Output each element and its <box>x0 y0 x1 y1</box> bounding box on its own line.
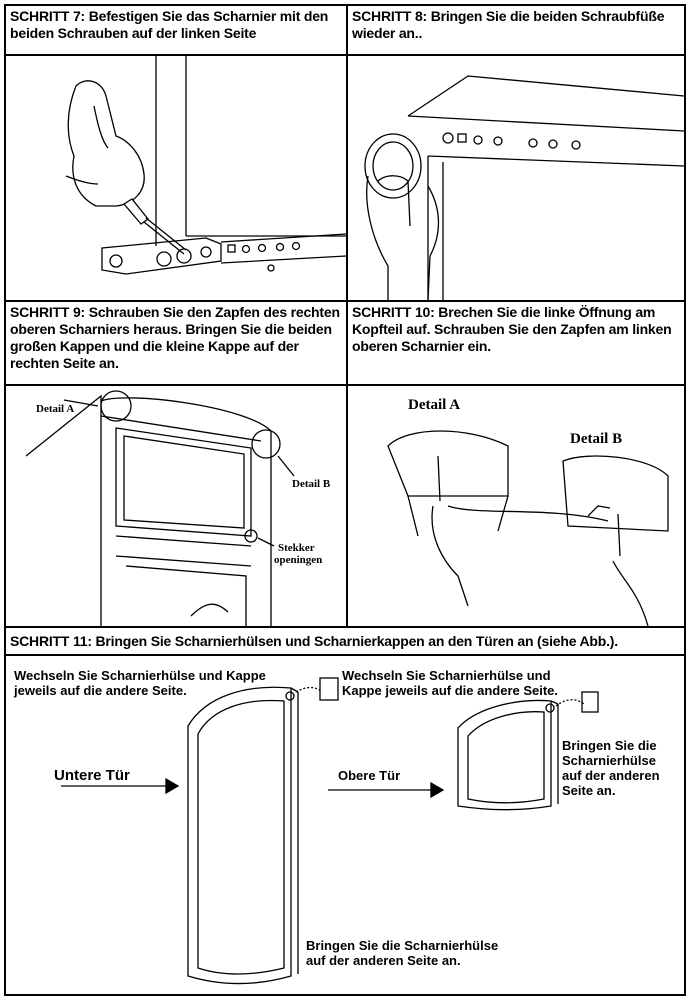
upper-door-label: Obere Tür <box>338 768 400 783</box>
detail-b-big-label: Detail B <box>570 432 622 447</box>
step10-label: SCHRITT 10: <box>352 304 435 320</box>
attach-note-bottom: Bringen Sie die Scharnierhülse auf der a… <box>306 938 506 968</box>
step7-illustration <box>6 56 346 300</box>
step7-header: SCHRITT 7: Befestigen Sie das Scharnier … <box>6 6 346 56</box>
step8-label: SCHRITT 8: <box>352 8 427 24</box>
swap-note-left: Wechseln Sie Scharnierhülse und Kappe je… <box>14 668 284 698</box>
stekker-label: Stekker <box>278 542 315 554</box>
step10-header: SCHRITT 10: Brechen Sie die linke Öffnun… <box>348 302 684 386</box>
lower-door-label: Untere Tür <box>54 768 130 783</box>
step10-panel: SCHRITT 10: Brechen Sie die linke Öffnun… <box>346 300 686 628</box>
swap-note-right: Wechseln Sie Scharnierhülse und Kappe je… <box>342 668 572 698</box>
detail-a-label: Detail A <box>36 402 74 417</box>
step9-label: SCHRITT 9: <box>10 304 85 320</box>
step11-panel: SCHRITT 11: Bringen Sie Scharnierhülsen … <box>4 626 686 996</box>
step11-header: SCHRITT 11: Bringen Sie Scharnierhülsen … <box>6 628 684 656</box>
step9-header: SCHRITT 9: Schrauben Sie den Zapfen des … <box>6 302 346 386</box>
openingen-label: openingen <box>274 554 322 566</box>
step9-illustration <box>6 386 346 626</box>
step10-illustration <box>348 386 684 626</box>
step11-label: SCHRITT 11: <box>10 633 92 649</box>
attach-note-right: Bringen Sie die Scharnierhülse auf der a… <box>562 738 677 798</box>
step11-text: Bringen Sie Scharnierhülsen und Scharnie… <box>92 633 618 649</box>
detail-b-label: Detail B <box>292 477 330 492</box>
step8-header: SCHRITT 8: Bringen Sie die beiden Schrau… <box>348 6 684 56</box>
detail-a-big-label: Detail A <box>408 398 460 413</box>
step7-panel: SCHRITT 7: Befestigen Sie das Scharnier … <box>4 4 348 302</box>
step8-illustration <box>348 56 684 300</box>
step7-label: SCHRITT 7: <box>10 8 85 24</box>
step8-panel: SCHRITT 8: Bringen Sie die beiden Schrau… <box>346 4 686 302</box>
step9-panel: SCHRITT 9: Schrauben Sie den Zapfen des … <box>4 300 348 628</box>
